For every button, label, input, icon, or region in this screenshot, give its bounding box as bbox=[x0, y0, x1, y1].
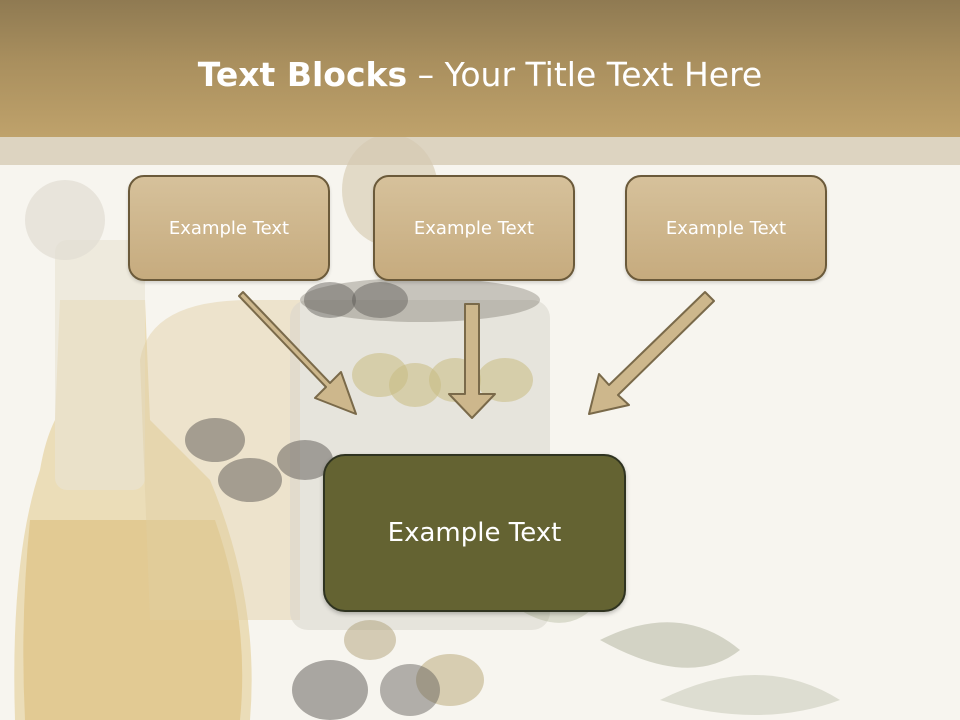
center-text-block[interactable]: Example Text bbox=[323, 454, 626, 612]
arrow-right bbox=[588, 291, 715, 415]
title-band bbox=[0, 137, 960, 165]
text-block-3[interactable]: Example Text bbox=[625, 175, 827, 281]
text-block-3-label: Example Text bbox=[665, 217, 787, 239]
arrow-left bbox=[238, 291, 357, 415]
center-text-block-label: Example Text bbox=[387, 518, 562, 548]
slide-title: Text Blocks – Your Title Text Here bbox=[0, 52, 960, 98]
title-bar bbox=[0, 0, 960, 137]
text-block-1-label: Example Text bbox=[168, 217, 290, 239]
text-block-2[interactable]: Example Text bbox=[373, 175, 575, 281]
arrow-middle bbox=[448, 303, 496, 419]
text-block-1[interactable]: Example Text bbox=[128, 175, 330, 281]
text-block-2-label: Example Text bbox=[413, 217, 535, 239]
title-rest: – Your Title Text Here bbox=[407, 55, 763, 94]
title-bold: Text Blocks bbox=[197, 55, 408, 94]
